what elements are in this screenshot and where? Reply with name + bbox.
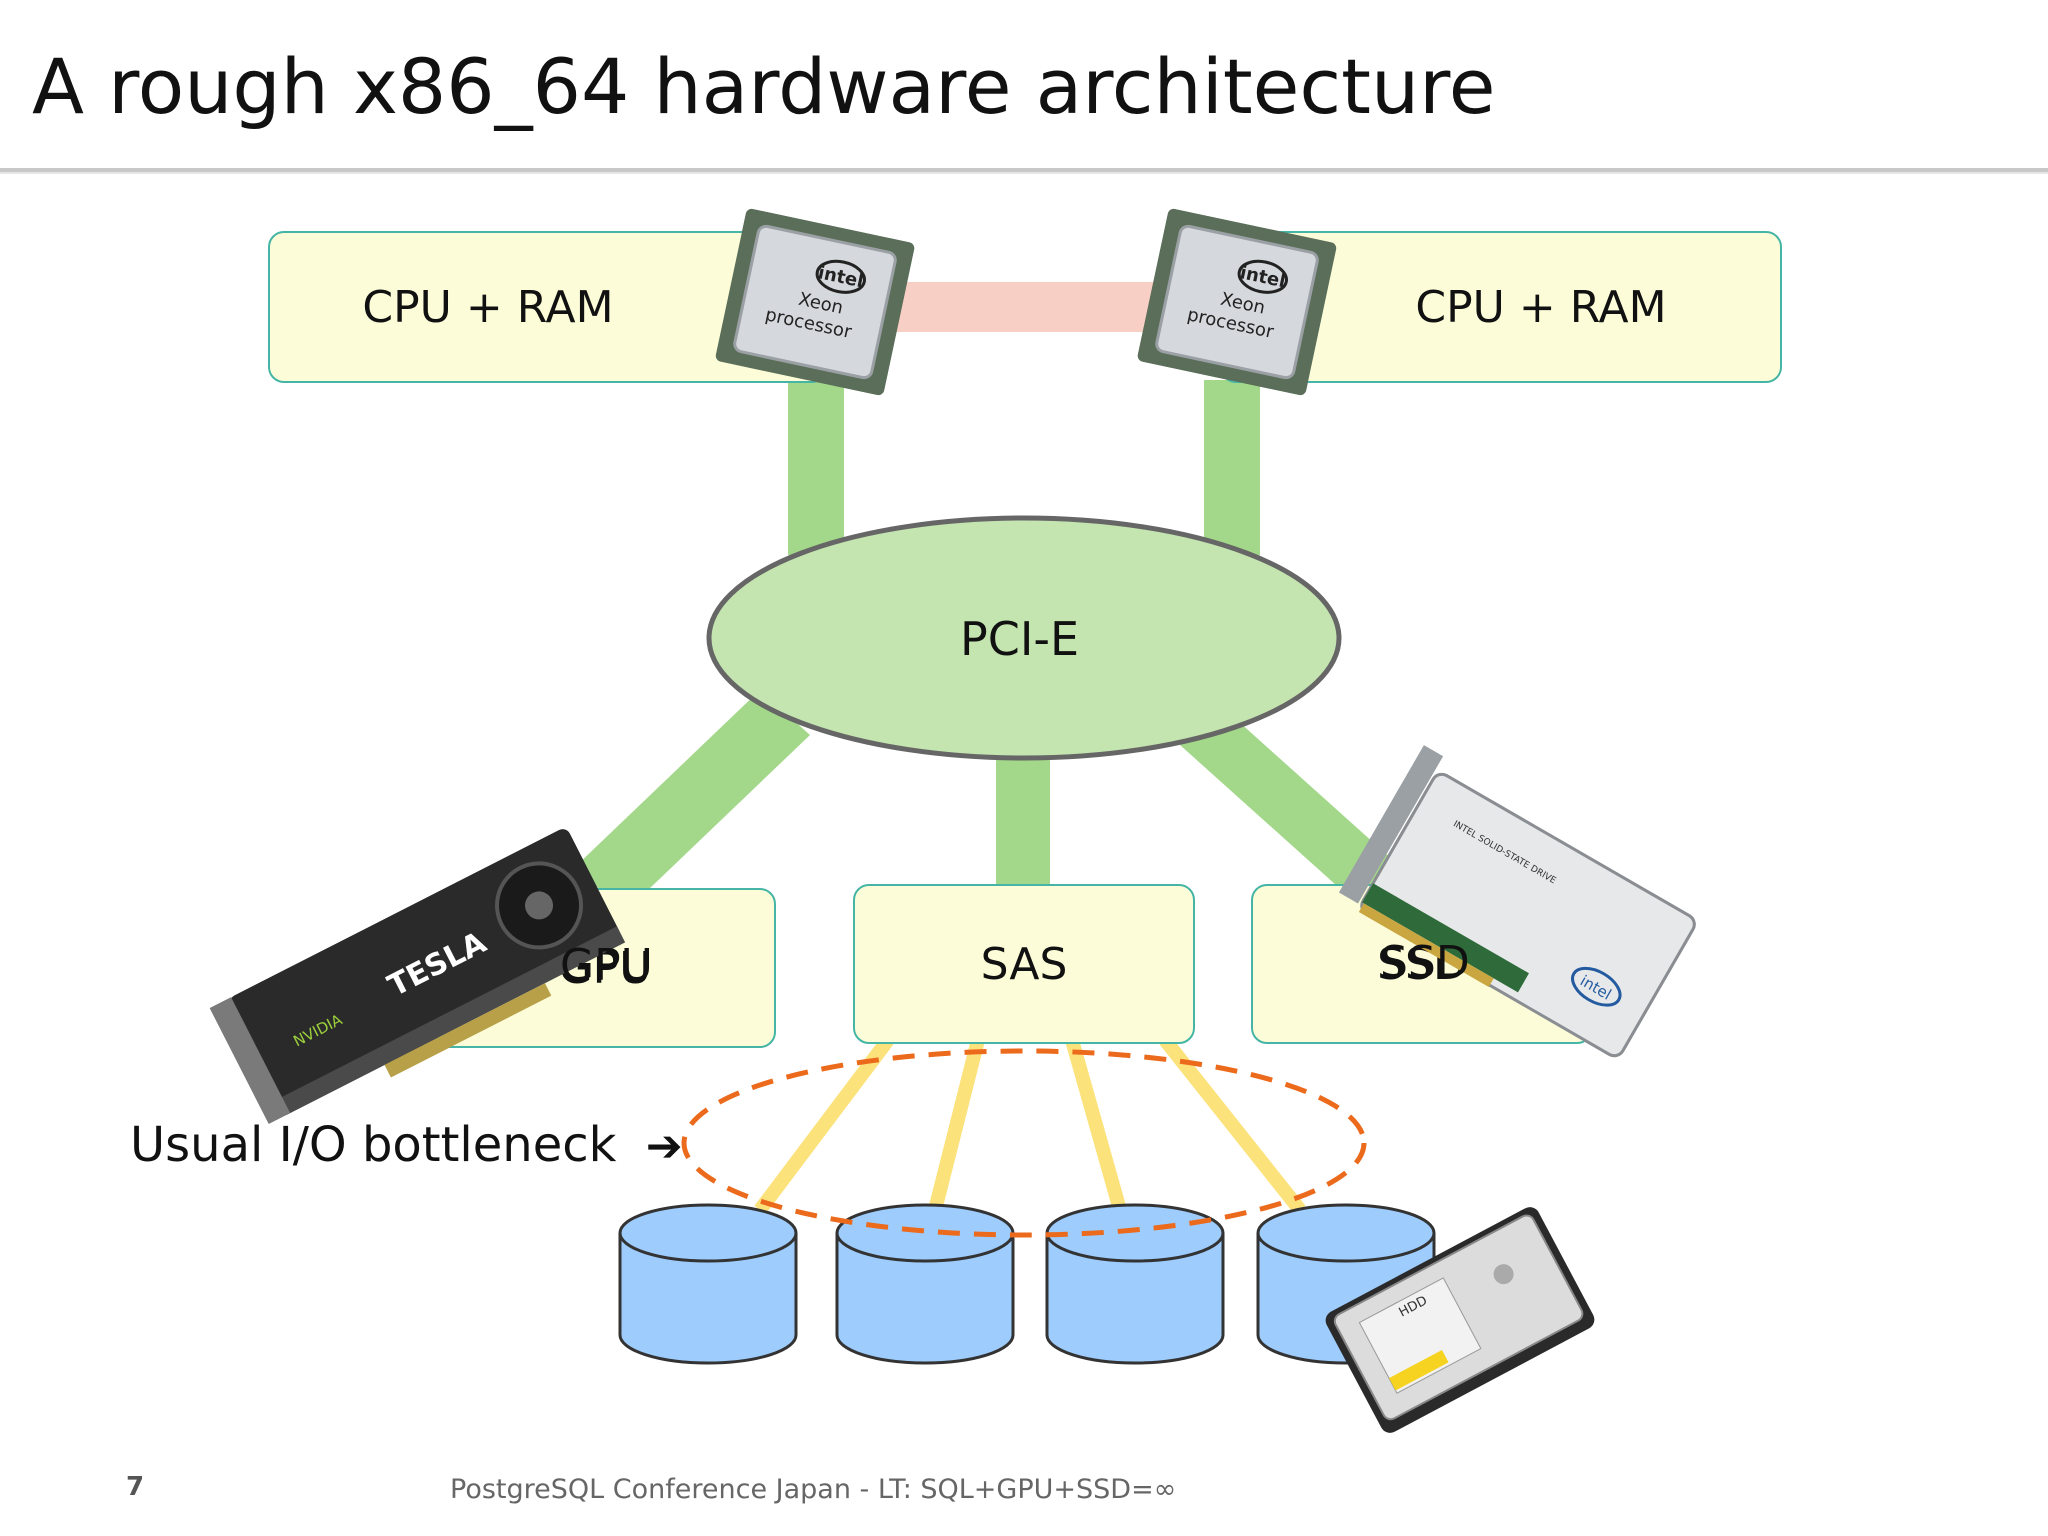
sas-label: SAS [980,938,1068,990]
pcie-gpu-link [575,690,810,912]
pcie-sas-link [996,755,1050,890]
cpu-ram-left-label: CPU + RAM [362,281,614,333]
sas-disk1-link [754,1035,894,1215]
footer-text: PostgreSQL Conference Japan - LT: SQL+GP… [450,1474,1177,1505]
sas-disk3-link [1065,1038,1127,1212]
bottleneck-label: Usual I/O bottleneck ➔ [130,1117,683,1173]
cpu-left-pcie-link [788,380,844,555]
cpu-ram-right-box: CPU + RAM [1220,231,1782,383]
sas-disk2-link [928,1038,985,1212]
disk-2 [835,1203,1015,1365]
gpu-label-front: GPU [560,940,653,991]
cpu-ram-right-label: CPU + RAM [1415,281,1667,333]
pcie-label: PCI-E [960,612,1080,666]
right-arrow-icon: ➔ [645,1121,683,1172]
bottleneck-outline [681,1048,1367,1238]
pcie-bus-ellipse [706,515,1342,761]
page-number: 7 [126,1472,145,1502]
disk-1 [618,1203,798,1365]
cpu-right-pcie-link [1204,380,1260,555]
hdd-image: HDD [1325,1207,1595,1433]
slide-title: A rough x86_64 hardware architecture [32,42,1496,131]
disk-3 [1045,1203,1225,1365]
title-divider [0,168,2048,174]
bottleneck-text: Usual I/O bottleneck [130,1117,617,1173]
cpu-ram-left-box: CPU + RAM [268,231,828,383]
sas-disk4-link [1159,1035,1306,1215]
ssd-label-front: SSD [1380,937,1470,988]
sas-box: SAS [853,884,1195,1044]
